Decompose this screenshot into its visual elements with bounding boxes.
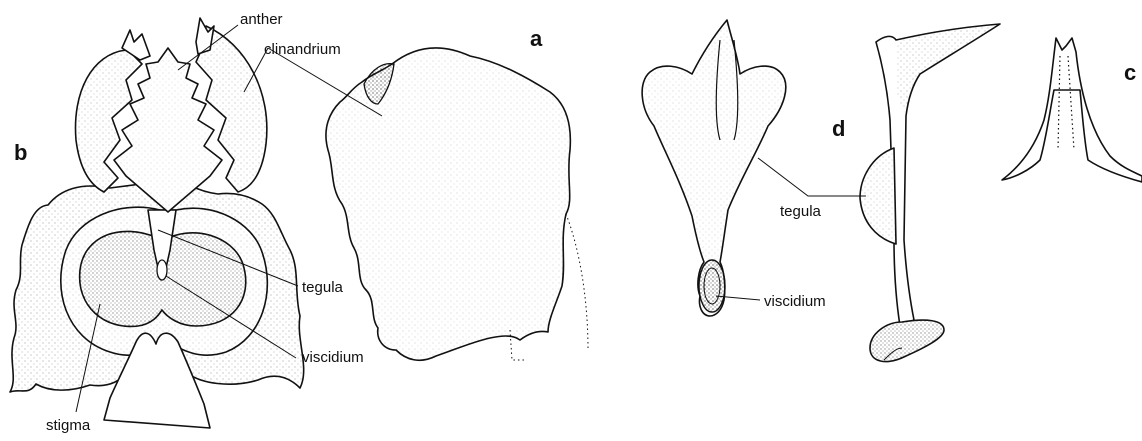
panel-a-drawing xyxy=(326,48,588,360)
panel-c-drawing xyxy=(1002,38,1142,182)
label-viscidium-b: viscidium xyxy=(302,349,364,366)
label-tegula-d: tegula xyxy=(780,203,822,220)
label-clinandrium: clinandrium xyxy=(264,41,341,58)
label-tegula-b: tegula xyxy=(302,279,344,296)
viscidium-b xyxy=(157,260,167,280)
panel-label-a: a xyxy=(530,26,543,51)
panel-label-b: b xyxy=(14,140,27,165)
label-anther: anther xyxy=(240,11,283,28)
label-stigma: stigma xyxy=(46,417,91,434)
label-viscidium-d: viscidium xyxy=(764,293,826,310)
panel-d-drawing xyxy=(642,20,1000,362)
panel-label-c: c xyxy=(1124,60,1136,85)
panel-b-drawing xyxy=(10,18,304,428)
panel-label-d: d xyxy=(832,116,845,141)
leader-tegula-d-front xyxy=(758,158,826,196)
